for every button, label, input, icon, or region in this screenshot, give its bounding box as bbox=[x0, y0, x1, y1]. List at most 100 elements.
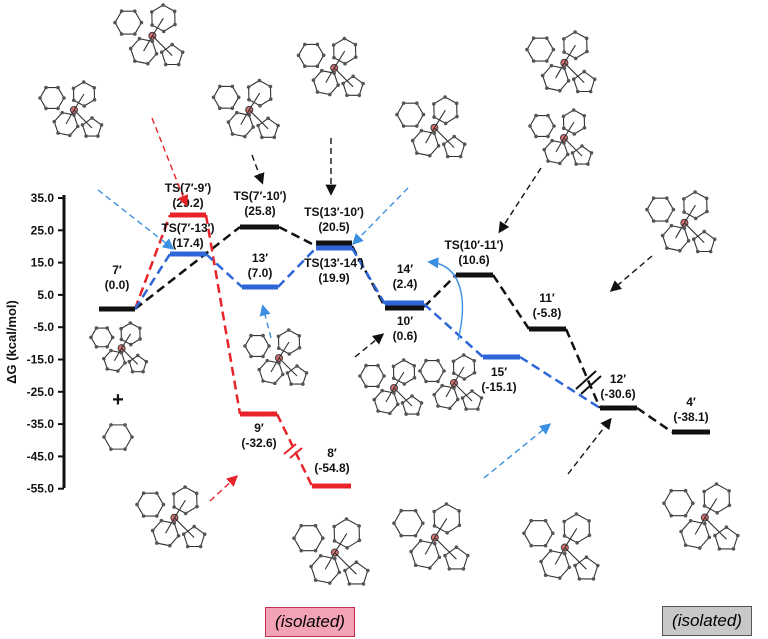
atom-dot bbox=[141, 369, 145, 374]
five-ring bbox=[444, 546, 469, 570]
aromatic-ring bbox=[103, 424, 133, 450]
atom-dot bbox=[249, 354, 253, 359]
atom-dot bbox=[358, 374, 362, 378]
atom-dot bbox=[582, 113, 587, 118]
atom-dot bbox=[562, 66, 567, 71]
atom-dot bbox=[585, 49, 589, 54]
atom-dot bbox=[226, 120, 231, 124]
atom-dot bbox=[105, 344, 109, 349]
level-value-15p: (-15.1) bbox=[481, 380, 516, 394]
atom-dot bbox=[462, 377, 467, 381]
atom-dot bbox=[539, 559, 543, 564]
bond bbox=[433, 109, 446, 129]
bond bbox=[563, 137, 583, 157]
atom-dot bbox=[328, 92, 332, 97]
bond bbox=[564, 528, 578, 548]
aromatic-ring bbox=[114, 10, 143, 35]
atom-dot bbox=[702, 504, 707, 508]
atom-dot bbox=[194, 491, 199, 496]
atom-dot bbox=[133, 32, 137, 36]
level-name-ts1011: TS(10′-11′) bbox=[444, 238, 503, 252]
atom-dot bbox=[458, 154, 463, 159]
atom-dot bbox=[549, 63, 554, 68]
atom-dot bbox=[71, 98, 76, 103]
atom-dot bbox=[150, 10, 154, 14]
atom-dot bbox=[230, 106, 235, 111]
atom-dot bbox=[119, 326, 123, 331]
atom-dot bbox=[662, 501, 666, 506]
atom-dot bbox=[416, 412, 420, 416]
atom-dot bbox=[577, 577, 582, 581]
atom-dot bbox=[159, 518, 164, 523]
connector-ts79-9 bbox=[204, 214, 242, 415]
atom-dot bbox=[682, 210, 686, 214]
atom-dot bbox=[119, 9, 124, 13]
atom-dot bbox=[123, 361, 127, 365]
connector-ts1011-11 bbox=[491, 274, 531, 330]
atom-dot bbox=[546, 134, 550, 139]
atom-dot bbox=[161, 3, 165, 7]
atom-dot bbox=[695, 249, 700, 254]
atom-dot bbox=[163, 62, 168, 67]
atom-dot bbox=[573, 56, 578, 61]
connector-14-15 bbox=[423, 303, 484, 358]
atom-dot bbox=[249, 333, 253, 338]
atom-dot bbox=[677, 248, 682, 253]
level-value-10p: (0.6) bbox=[393, 329, 418, 343]
atom-dot bbox=[296, 53, 301, 58]
atom-dot bbox=[192, 524, 196, 529]
connector-10-ts1011 bbox=[423, 274, 457, 308]
level-value-4p: (-38.1) bbox=[673, 410, 708, 424]
atom-dot bbox=[261, 333, 265, 338]
atom-dot bbox=[540, 73, 545, 78]
atom-dot bbox=[412, 363, 417, 368]
level-name-14p: 14′ bbox=[397, 262, 413, 276]
atom-dot bbox=[354, 560, 359, 564]
atom-dot bbox=[44, 106, 48, 111]
aromatic-ring bbox=[433, 96, 458, 125]
atom-dot bbox=[319, 68, 324, 73]
y-tick-label: 15.0 bbox=[31, 256, 55, 270]
atom-dot bbox=[138, 337, 142, 341]
atom-dot bbox=[702, 229, 706, 234]
atom-dot bbox=[265, 358, 269, 363]
atom-dot bbox=[693, 216, 698, 221]
atom-dot bbox=[717, 547, 722, 551]
atom-dot bbox=[261, 354, 265, 359]
atom-dot bbox=[455, 114, 459, 119]
atom-dot bbox=[401, 358, 406, 362]
atom-dot bbox=[443, 121, 448, 126]
atom-dot bbox=[571, 108, 576, 112]
atom-dot bbox=[562, 141, 566, 145]
atom-dot bbox=[714, 482, 719, 486]
five-ring bbox=[257, 117, 279, 138]
atom-dot bbox=[127, 359, 132, 364]
level-name-ts1314: TS(13′-14′) bbox=[304, 256, 364, 270]
aromatic-ring bbox=[244, 335, 270, 357]
atom-dot bbox=[128, 46, 133, 51]
level-value-12p: (-30.6) bbox=[600, 387, 635, 401]
atom-dot bbox=[94, 344, 99, 349]
atom-dot bbox=[546, 113, 550, 118]
bond bbox=[555, 137, 565, 153]
atom-dot bbox=[432, 509, 436, 514]
atom-dot bbox=[545, 86, 549, 90]
bond bbox=[113, 347, 123, 362]
isolated-tag-right: (isolated) bbox=[662, 606, 752, 636]
atom-dot bbox=[558, 161, 562, 166]
aromatic-ring bbox=[396, 102, 425, 127]
atom-dot bbox=[528, 124, 532, 128]
atom-dot bbox=[113, 20, 117, 25]
atom-dot bbox=[353, 55, 358, 59]
atom-dot bbox=[257, 78, 262, 83]
atom-dot bbox=[313, 523, 318, 528]
y-tick-label: 25.0 bbox=[31, 223, 55, 237]
atom-dot bbox=[451, 359, 456, 364]
atom-dot bbox=[172, 492, 176, 496]
atom-dot bbox=[92, 97, 97, 102]
atom-dot bbox=[336, 83, 340, 87]
atom-dot bbox=[427, 153, 432, 158]
five-ring bbox=[443, 135, 466, 158]
atom-dot bbox=[280, 372, 285, 377]
aromatic-ring bbox=[523, 520, 554, 547]
